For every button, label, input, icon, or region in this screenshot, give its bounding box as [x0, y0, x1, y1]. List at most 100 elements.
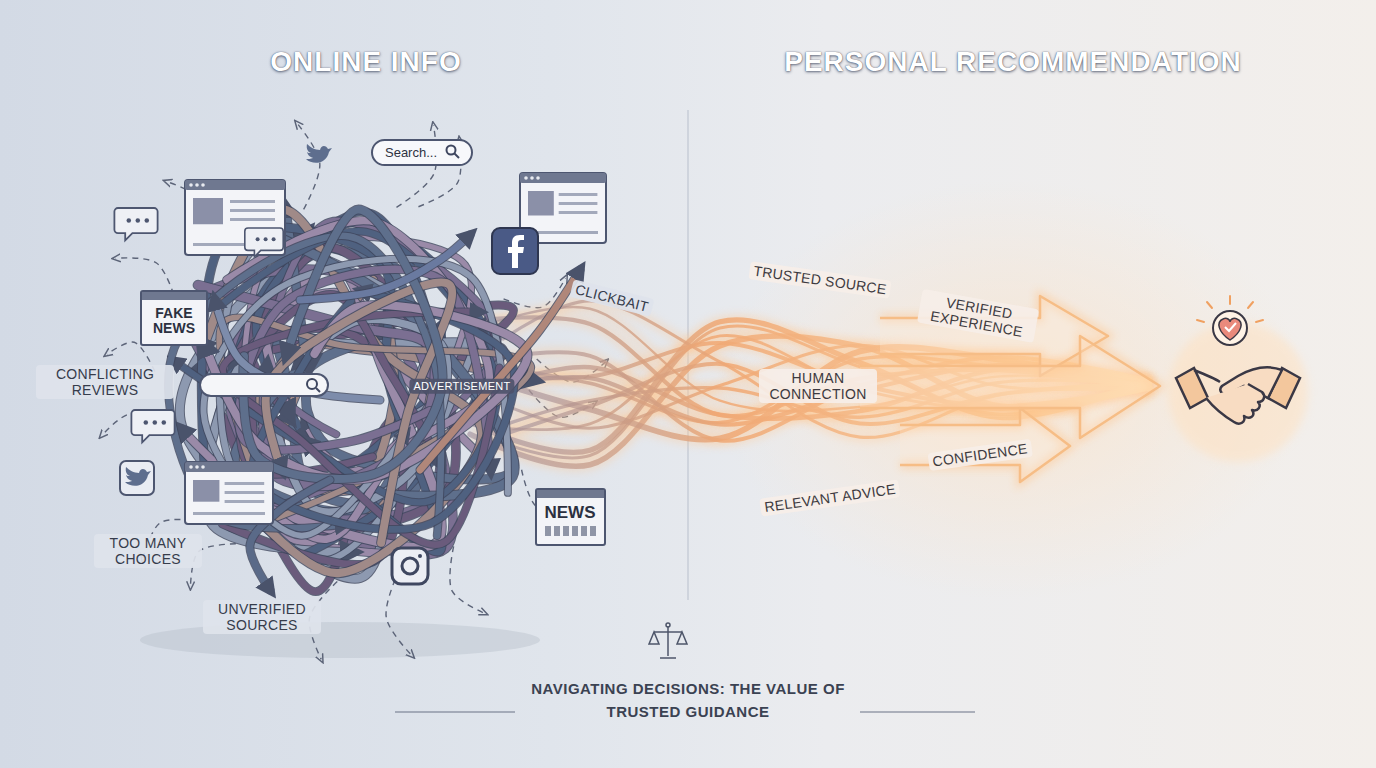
arrow-glow — [900, 408, 1070, 482]
node-text: Search... — [385, 145, 437, 160]
text-label: CONFIDENCE — [927, 439, 1032, 471]
left-hand — [1194, 370, 1264, 424]
text-label: ADVERTISEMENT — [409, 379, 514, 394]
bubble-shape — [131, 410, 174, 442]
window-dot — [524, 176, 528, 180]
magnifier — [447, 146, 456, 155]
text-line — [225, 491, 265, 494]
bird-icon — [306, 144, 332, 163]
bubble-dot — [162, 420, 167, 425]
flash — [418, 554, 422, 558]
shadow — [140, 622, 540, 658]
ray — [1256, 320, 1263, 322]
text-label: CLICKBAIT — [570, 279, 655, 317]
bubble-dot — [264, 237, 268, 241]
tangled-arrow — [243, 210, 442, 479]
text-label: VERIFIED EXPERIENCE — [917, 289, 1039, 343]
magnifier-icon — [445, 144, 461, 160]
heading: ONLINE INFO — [270, 46, 461, 78]
f-logo — [508, 235, 524, 268]
node-text: NEWS — [545, 504, 596, 523]
dashed-arrow — [396, 125, 436, 207]
heart — [1219, 318, 1241, 340]
text-line — [559, 211, 598, 214]
handshake-icon — [1168, 296, 1308, 462]
heart-ring — [1213, 311, 1247, 345]
arrow-body — [420, 270, 580, 470]
text-line — [193, 512, 265, 515]
text-label: RELEVANT ADVICE — [759, 479, 901, 516]
dashed-arrow — [297, 123, 320, 209]
window-bar — [142, 292, 206, 300]
node-text: FAKE NEWS — [150, 306, 198, 337]
text-label: UNVERIFIED SOURCES — [203, 600, 321, 634]
check — [1225, 323, 1236, 331]
bubble-dot — [127, 218, 132, 223]
icons — [114, 144, 606, 584]
image-block — [193, 480, 219, 502]
big-arrow — [860, 336, 1160, 438]
heading: PERSONAL RECOMMENDATION — [784, 46, 1242, 78]
bubble-dot — [256, 237, 260, 241]
chat-bubble — [245, 228, 283, 257]
caption: NAVIGATING DECISIONS: THE VALUE OF TRUST… — [523, 678, 853, 723]
window-dot — [189, 465, 193, 469]
icon-tile — [120, 461, 154, 495]
window-dot — [195, 465, 199, 469]
news-window: FAKE NEWS — [140, 290, 208, 347]
instagram-icon — [392, 548, 428, 584]
text-line — [225, 482, 265, 485]
window-bar — [520, 173, 606, 183]
text-line — [559, 193, 598, 196]
text-line — [230, 218, 275, 221]
scales-icon — [649, 623, 687, 658]
image-block — [528, 191, 554, 216]
window-dot — [536, 176, 540, 180]
bird-shape — [306, 144, 332, 163]
arrow-body — [300, 235, 470, 300]
dashed-arrow — [450, 546, 484, 613]
ray — [1197, 320, 1204, 322]
news-stripes — [545, 526, 596, 536]
icon-tile — [492, 228, 538, 274]
window-dot — [195, 183, 199, 187]
text-label: TRUSTED SOURCE — [748, 261, 891, 299]
bubble-dot — [136, 218, 141, 223]
window-dot — [201, 183, 205, 187]
magnifier — [307, 379, 317, 389]
bird-icon — [120, 461, 154, 495]
search-field — [200, 374, 328, 396]
search-bar — [200, 374, 328, 396]
tangled-arrow — [420, 270, 580, 470]
text-line — [225, 500, 265, 503]
text-label: HUMAN CONNECTION — [759, 369, 877, 403]
tangle — [168, 207, 580, 592]
icon-tile — [392, 548, 428, 584]
bubble-shape — [245, 228, 283, 257]
caption-rule — [860, 711, 975, 712]
arrow-edge — [243, 210, 442, 479]
bubble-dot — [272, 237, 276, 241]
big-arrow — [900, 408, 1070, 482]
window-bar — [185, 462, 273, 472]
arrow-body — [243, 210, 442, 479]
ray — [1207, 302, 1212, 308]
window-dot — [530, 176, 534, 180]
arrow-edge — [420, 270, 580, 470]
ray — [1229, 296, 1231, 304]
bubble-dot — [153, 420, 158, 425]
magnifier-handle — [316, 388, 320, 392]
window-bar — [185, 180, 285, 190]
caption-rule — [395, 711, 515, 712]
window-frame — [185, 462, 273, 524]
bubble-dot — [144, 420, 149, 425]
bird-shape — [125, 467, 151, 486]
facebook-icon — [492, 228, 538, 274]
tangled-arrow — [300, 235, 470, 300]
arrow-edge — [300, 235, 470, 300]
text-line — [559, 202, 598, 205]
chat-bubble — [131, 410, 174, 442]
lens — [402, 558, 418, 574]
